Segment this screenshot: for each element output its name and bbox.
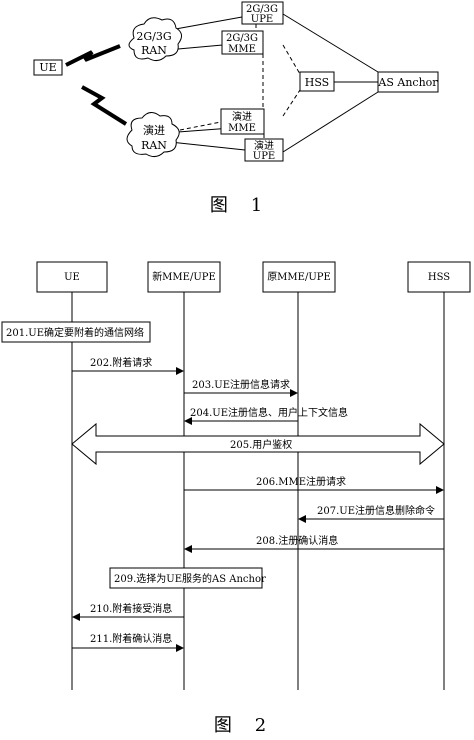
upe-2g3g-label-line1: 2G/3G <box>246 4 278 15</box>
entity-hss-label: HSS <box>428 272 450 283</box>
entity-ue-box <box>36 261 108 293</box>
upe-2g3g-label-line2: UPE <box>251 14 273 25</box>
message-202-label: 202.附着请求 <box>90 356 152 369</box>
step-209-label: 209.选择为UE服务的AS Anchor <box>114 572 266 585</box>
ran-2g3g-label-line2: RAN <box>141 44 167 57</box>
upe-evolved-label-line1: 演进 <box>254 139 274 152</box>
figure-2: UE 新MME/UPE 原MME/UPE HSS 201.UE确定要附着的通信网… <box>1 261 471 736</box>
message-204-label: 204.UE注册信息、用户上下文信息 <box>190 406 348 419</box>
mme-evolved-label-line1: 演进 <box>232 110 252 123</box>
as-anchor-box <box>377 71 439 93</box>
fig1-ue-box <box>33 59 63 76</box>
wireless-link-icon <box>81 85 128 126</box>
figure-2-caption: 图 2 <box>214 715 266 736</box>
fig1-dashed-links <box>179 24 301 139</box>
entity-old-mme-box <box>262 261 336 293</box>
step-209-box <box>109 567 263 589</box>
upe-evolved-box <box>244 138 284 162</box>
mme-2g3g-box <box>221 30 264 55</box>
entity-new-mme-label: 新MME/UPE <box>152 270 216 283</box>
step-201-label: 201.UE确定要附着的通信网络 <box>6 326 144 339</box>
figure-1: UE 2G/3G RAN 演进 RAN 2G/3G UPE 2G/3G MME … <box>33 1 439 216</box>
fig1-solid-links <box>169 13 379 153</box>
entity-ue-label: UE <box>64 272 80 283</box>
message-205-label: 205.用户鉴权 <box>230 438 292 451</box>
message-210-label: 210.附着接受消息 <box>90 602 172 615</box>
ran-2g3g-label-line1: 2G/3G <box>136 30 171 43</box>
upe-evolved-label-line2: UPE <box>253 151 275 162</box>
entity-old-mme-label: 原MME/UPE <box>267 271 331 283</box>
mme-2g3g-label-line2: MME <box>228 44 256 55</box>
ran-evolved-label-line1: 演进 <box>143 123 165 137</box>
message-203-label: 203.UE注册信息请求 <box>192 378 290 391</box>
mme-2g3g-label-line1: 2G/3G <box>226 33 258 44</box>
message-211-label: 211.附着确认消息 <box>90 632 172 645</box>
figure-1-caption: 图 1 <box>210 195 262 216</box>
message-207-label: 207.UE注册信息删除命令 <box>317 504 435 517</box>
fig1-ue-label: UE <box>39 61 56 74</box>
step-201-box <box>1 321 151 343</box>
wireless-link-icon <box>65 44 121 67</box>
ran-evolved-cloud: 演进 RAN <box>126 112 180 158</box>
message-205-double-arrow <box>71 422 445 466</box>
fig1-hss-label: HSS <box>305 76 329 89</box>
message-208-label: 208.注册确认消息 <box>256 534 338 547</box>
message-206-label: 206.MME注册请求 <box>256 475 346 488</box>
fig1-hss-box <box>299 71 335 92</box>
ran-evolved-label-line2: RAN <box>141 139 167 152</box>
as-anchor-label: AS Anchor <box>377 76 438 89</box>
entity-hss-box <box>407 261 471 293</box>
lifelines <box>71 292 445 690</box>
mme-evolved-box <box>220 108 265 135</box>
mme-evolved-label-line2: MME <box>228 123 256 134</box>
upe-2g3g-box <box>241 1 284 25</box>
ran-2g3g-cloud: 2G/3G RAN <box>128 17 182 62</box>
entity-new-mme-box <box>147 261 221 293</box>
